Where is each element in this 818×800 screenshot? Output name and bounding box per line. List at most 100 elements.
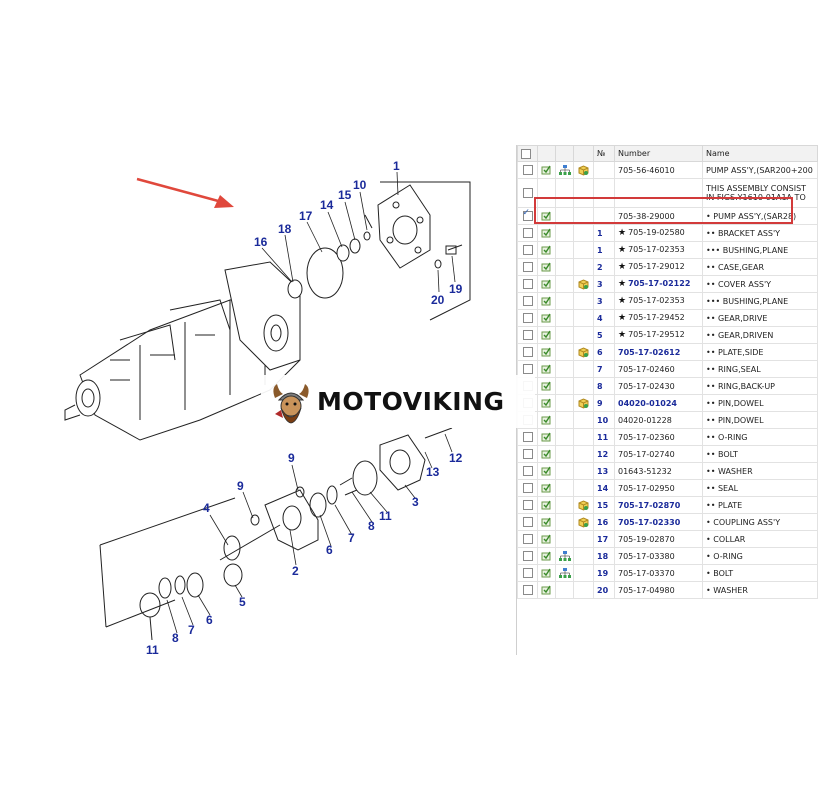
row-checkbox[interactable] — [522, 228, 533, 238]
view-part-icon[interactable] — [541, 500, 552, 511]
row-checkbox[interactable] — [522, 313, 533, 323]
view-part-icon[interactable] — [541, 245, 552, 256]
table-row[interactable]: 1★705-19-02580•• BRACKET ASS'Y — [517, 224, 818, 242]
row-checkbox[interactable] — [522, 551, 533, 561]
view-part-icon[interactable] — [541, 585, 552, 596]
assembly-box-icon[interactable] — [578, 164, 589, 176]
view-part-icon[interactable] — [541, 568, 552, 579]
assembly-box-icon[interactable] — [578, 499, 589, 511]
assembly-box-icon[interactable] — [578, 397, 589, 409]
view-part-icon[interactable] — [541, 432, 552, 443]
row-checkbox-cell[interactable] — [517, 547, 538, 565]
row-checkbox[interactable] — [522, 483, 533, 493]
table-row[interactable]: 1★705-17-02353••• BUSHING,PLANE — [517, 241, 818, 259]
table-row[interactable]: 3★705-17-02353••• BUSHING,PLANE — [517, 292, 818, 310]
row-checkbox[interactable] — [522, 517, 533, 527]
row-checkbox[interactable] — [522, 534, 533, 544]
row-checkbox-cell[interactable] — [517, 343, 538, 361]
view-part-icon[interactable] — [541, 279, 552, 290]
part-number[interactable]: 705-17-02612 — [614, 343, 703, 361]
row-checkbox[interactable] — [522, 330, 533, 340]
table-row[interactable]: 2★705-17-29012•• CASE,GEAR — [517, 258, 818, 276]
tree-structure-icon[interactable] — [558, 551, 571, 561]
view-part-icon[interactable] — [541, 165, 552, 176]
row-checkbox-cell[interactable] — [517, 275, 538, 293]
row-checkbox[interactable] — [522, 296, 533, 306]
row-checkbox-cell[interactable] — [517, 581, 538, 599]
view-part-icon[interactable] — [541, 381, 552, 392]
row-checkbox-cell[interactable] — [517, 530, 538, 548]
row-checkbox-cell[interactable] — [517, 224, 538, 242]
row-checkbox[interactable] — [522, 432, 533, 442]
select-all-checkbox[interactable] — [521, 148, 531, 159]
view-part-icon[interactable] — [541, 466, 552, 477]
view-part-icon[interactable] — [541, 262, 552, 273]
row-checkbox-cell[interactable] — [517, 241, 538, 259]
part-number[interactable]: ★705-17-02122 — [614, 275, 703, 293]
row-checkbox-cell[interactable] — [517, 326, 538, 344]
row-checkbox-cell[interactable] — [517, 428, 538, 446]
row-checkbox[interactable] — [522, 245, 533, 255]
view-part-icon[interactable] — [541, 483, 552, 494]
table-row[interactable]: 5★705-17-29512•• GEAR,DRIVEN — [517, 326, 818, 344]
assembly-box-icon[interactable] — [578, 346, 589, 358]
view-part-icon[interactable] — [541, 228, 552, 239]
view-part-icon[interactable] — [541, 534, 552, 545]
assembly-box-icon[interactable] — [578, 278, 589, 290]
row-checkbox[interactable] — [522, 364, 533, 374]
row-checkbox-cell[interactable] — [517, 513, 538, 531]
row-checkbox[interactable] — [522, 262, 533, 272]
tree-structure-icon[interactable] — [558, 568, 571, 578]
row-checkbox-cell[interactable] — [517, 479, 538, 497]
table-row[interactable]: 705-38-29000• PUMP ASS'Y,(SAR28) — [517, 207, 818, 225]
view-part-icon[interactable] — [541, 517, 552, 528]
part-number[interactable]: 04020-01024 — [614, 394, 703, 412]
row-checkbox-cell[interactable] — [517, 161, 538, 179]
row-checkbox[interactable] — [522, 585, 533, 595]
view-part-icon[interactable] — [541, 347, 552, 358]
view-part-icon[interactable] — [541, 415, 552, 426]
row-checkbox[interactable] — [522, 466, 533, 476]
part-number[interactable]: 705-17-02870 — [614, 496, 703, 514]
view-part-icon[interactable] — [541, 449, 552, 460]
assembly-box-icon[interactable] — [578, 516, 589, 528]
row-checkbox[interactable] — [522, 279, 533, 289]
row-checkbox[interactable] — [522, 500, 533, 510]
view-part-icon[interactable] — [541, 551, 552, 562]
row-checkbox[interactable] — [522, 568, 533, 578]
view-part-icon[interactable] — [541, 364, 552, 375]
header-number[interactable]: Number — [614, 145, 703, 162]
row-checkbox[interactable] — [522, 165, 533, 175]
tree-structure-icon[interactable] — [558, 165, 571, 175]
row-checkbox[interactable] — [522, 347, 533, 357]
header-name[interactable]: Name — [702, 145, 818, 162]
row-checkbox-cell[interactable] — [517, 564, 538, 582]
view-part-icon[interactable] — [541, 398, 552, 409]
row-checkbox-cell[interactable] — [517, 496, 538, 514]
view-part-icon[interactable] — [541, 296, 552, 307]
view-part-icon[interactable] — [541, 211, 552, 222]
row-checkbox[interactable] — [522, 449, 533, 459]
row-checkbox[interactable] — [522, 208, 533, 221]
header-no[interactable]: № — [593, 145, 615, 162]
row-checkbox-cell[interactable] — [517, 309, 538, 327]
table-row[interactable]: 4★705-17-29452•• GEAR,DRIVE — [517, 309, 818, 327]
row-checkbox-cell[interactable] — [517, 445, 538, 463]
view-part-icon[interactable] — [541, 313, 552, 324]
row-checkbox[interactable] — [522, 188, 533, 198]
